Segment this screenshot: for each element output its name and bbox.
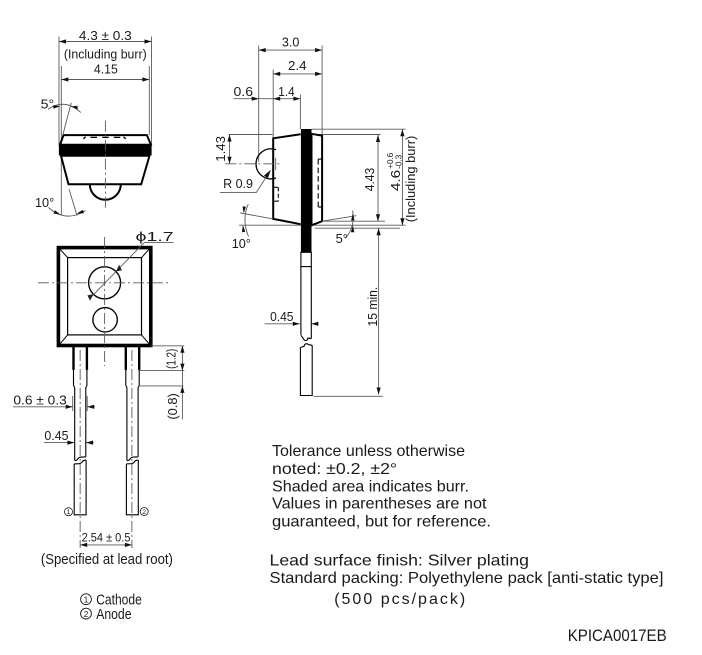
svg-text:Standard packing: Polyethylene: Standard packing: Polyethylene pack [ant…: [270, 570, 664, 587]
svg-text:Shaded area indicates burr.: Shaded area indicates burr.: [272, 478, 469, 495]
svg-text:Lead surface finish: Silver pl: Lead surface finish: Silver plating: [270, 553, 530, 570]
svg-text:0.45: 0.45: [44, 428, 68, 443]
svg-text:10°: 10°: [35, 195, 54, 210]
svg-text:5°: 5°: [41, 97, 55, 112]
svg-text:Tolerance unless otherwise: Tolerance unless otherwise: [272, 443, 465, 460]
svg-text:2.54 ± 0.5: 2.54 ± 0.5: [82, 530, 131, 544]
svg-text:1.4: 1.4: [278, 84, 294, 99]
svg-text:+0.6: +0.6: [386, 152, 395, 169]
svg-text:KPICA0017EB: KPICA0017EB: [568, 626, 667, 645]
svg-text:(0.8): (0.8): [165, 393, 180, 419]
svg-text:(Including burr): (Including burr): [403, 136, 418, 223]
svg-text:0.6 ± 0.3: 0.6 ± 0.3: [13, 392, 66, 407]
svg-text:Cathode: Cathode: [96, 592, 142, 608]
svg-text:2: 2: [142, 509, 146, 516]
svg-text:3.0: 3.0: [282, 34, 300, 49]
svg-text:1: 1: [84, 594, 89, 604]
svg-text:1.43: 1.43: [213, 136, 228, 162]
svg-text:4.6: 4.6: [388, 170, 403, 191]
svg-text:-0.3: -0.3: [394, 154, 403, 169]
svg-text:(1.2): (1.2): [164, 349, 178, 369]
svg-text:ϕ1.7: ϕ1.7: [136, 229, 174, 244]
svg-text:4.43: 4.43: [362, 168, 377, 192]
svg-text:(Specified at lead root): (Specified at lead root): [41, 552, 173, 568]
svg-text:1: 1: [67, 509, 71, 516]
svg-text:(Including burr): (Including burr): [64, 47, 147, 62]
svg-text:0.6: 0.6: [234, 84, 254, 99]
svg-text:Values in parentheses are not: Values in parentheses are not: [272, 495, 487, 512]
svg-text:4.15: 4.15: [94, 62, 118, 77]
svg-text:0.45: 0.45: [270, 309, 293, 324]
svg-text:guaranteed, but for reference.: guaranteed, but for reference.: [272, 513, 491, 530]
svg-text:2.4: 2.4: [288, 58, 307, 73]
svg-text:noted: ±0.2, ±2°: noted: ±0.2, ±2°: [272, 461, 397, 478]
svg-text:4.3 ± 0.3: 4.3 ± 0.3: [79, 28, 132, 43]
svg-text:5°: 5°: [336, 231, 348, 246]
svg-text:R 0.9: R 0.9: [223, 176, 253, 191]
svg-text:2: 2: [84, 609, 89, 619]
svg-text:10°: 10°: [232, 236, 251, 251]
svg-text:Anode: Anode: [96, 607, 131, 623]
svg-text:15 min.: 15 min.: [365, 287, 380, 327]
